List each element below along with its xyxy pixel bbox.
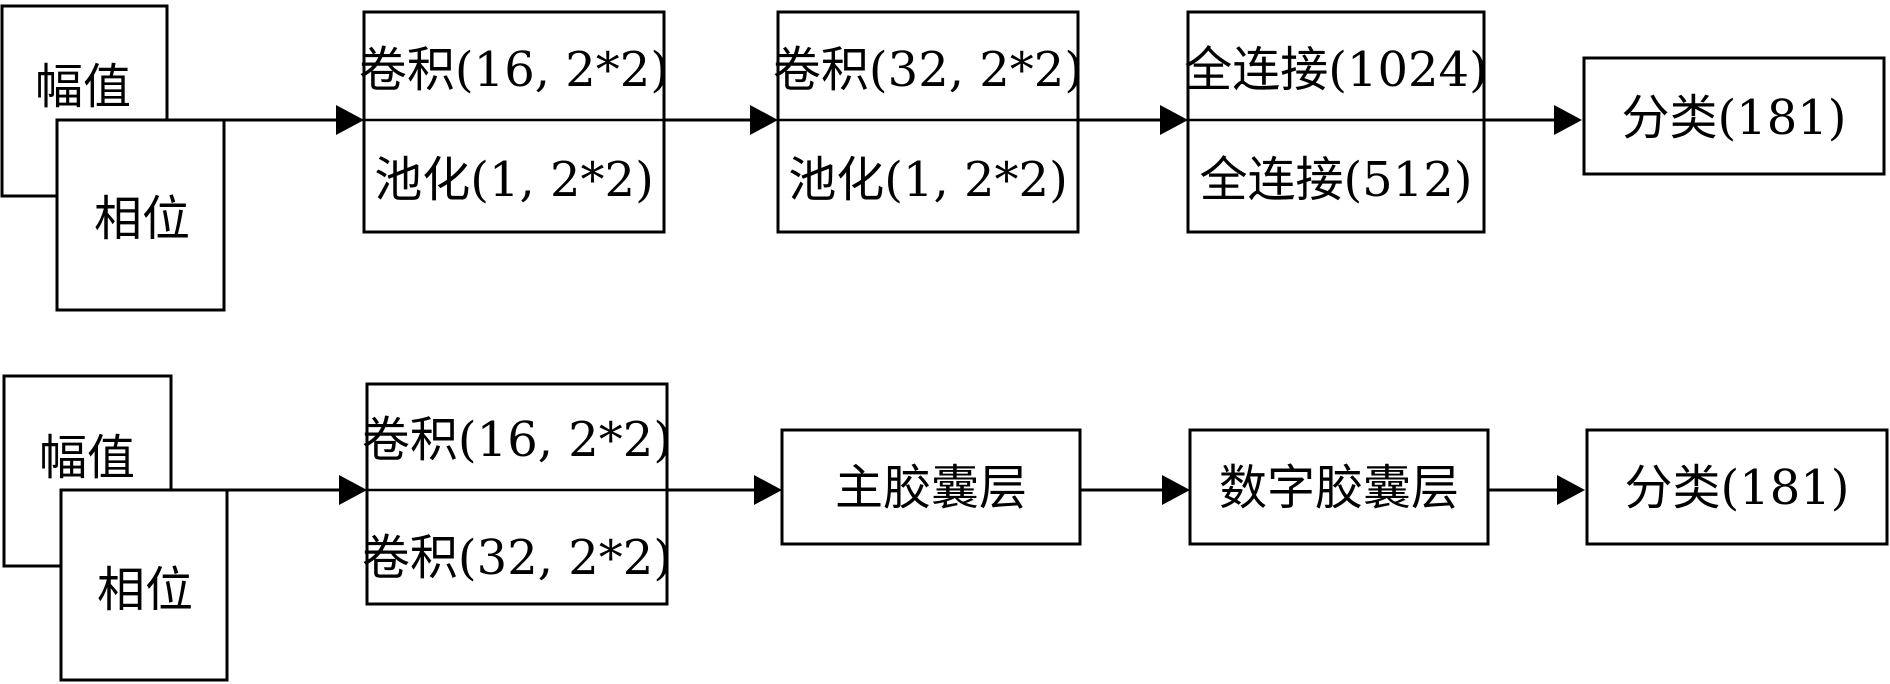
stage-box <box>1188 428 1490 546</box>
arrow-head <box>1162 475 1190 505</box>
arrow-head <box>1557 475 1585 505</box>
cnn-pipeline-row: 幅值 相位 卷积(16, 2*2) 池化(1, 2*2) 卷积(32, 2*2)… <box>0 4 1886 312</box>
conv-block: 卷积(16, 2*2) 卷积(32, 2*2) <box>362 382 672 606</box>
classification-label: 分类(181) <box>1621 90 1846 146</box>
digit-capsule-block: 数字胶囊层 <box>1188 428 1490 546</box>
arrow-head <box>339 475 367 505</box>
stage-box <box>362 10 666 234</box>
capsule-pipeline-row: 幅值 相位 卷积(16, 2*2) 卷积(32, 2*2) 主胶囊层 数字胶囊层 <box>2 374 1889 682</box>
phase-input-label: 相位 <box>94 191 190 247</box>
conv1-label: 卷积(16, 2*2) <box>359 42 669 98</box>
amplitude-input-label: 幅值 <box>39 430 135 486</box>
primary-capsule-block: 主胶囊层 <box>780 428 1082 546</box>
phase-input-box <box>55 118 226 312</box>
stage-box <box>365 382 669 606</box>
conv1-pool1-block: 卷积(16, 2*2) 池化(1, 2*2) <box>359 10 669 234</box>
stage-box <box>1582 56 1886 176</box>
pool1-label: 池化(1, 2*2) <box>374 152 654 208</box>
conv2-label: 卷积(32, 2*2) <box>362 530 672 586</box>
conv2-pool2-block: 卷积(32, 2*2) 池化(1, 2*2) <box>773 10 1083 234</box>
input-stack: 幅值 相位 <box>0 4 226 312</box>
stage-box <box>776 10 1080 234</box>
amplitude-input-label: 幅值 <box>35 59 131 115</box>
classification-block: 分类(181) <box>1582 56 1886 176</box>
primary-capsule-label: 主胶囊层 <box>835 460 1027 516</box>
fully-connected-block: 全连接(1024) 全连接(512) <box>1184 10 1488 234</box>
input-stack: 幅值 相位 <box>2 374 229 682</box>
digit-capsule-label: 数字胶囊层 <box>1219 460 1459 516</box>
stage-box <box>1186 10 1486 234</box>
conv2-label: 卷积(32, 2*2) <box>773 42 1083 98</box>
stage-box <box>1585 428 1889 546</box>
fc2-label: 全连接(512) <box>1199 152 1472 208</box>
phase-input-label: 相位 <box>97 562 193 618</box>
arrow-head <box>754 475 782 505</box>
classification-block: 分类(181) <box>1585 428 1889 546</box>
arrow-head <box>1160 105 1188 135</box>
conv1-label: 卷积(16, 2*2) <box>362 412 672 468</box>
arrow-head <box>336 105 364 135</box>
fc1-label: 全连接(1024) <box>1184 42 1488 98</box>
arrow-head <box>1554 105 1582 135</box>
stage-box <box>780 428 1082 546</box>
pool2-label: 池化(1, 2*2) <box>788 152 1068 208</box>
classification-label: 分类(181) <box>1624 460 1849 516</box>
arrow-head <box>750 105 778 135</box>
phase-input-box <box>59 488 229 682</box>
